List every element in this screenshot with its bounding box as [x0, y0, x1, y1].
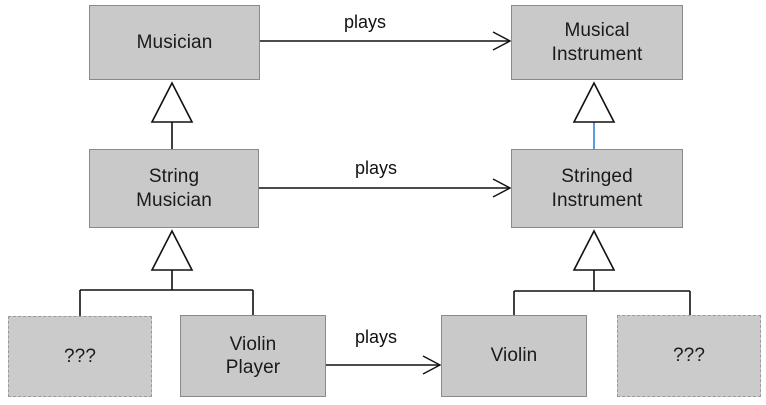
generalization-triangle	[150, 229, 194, 271]
class-name-musical-instrument: Musical Instrument	[551, 20, 643, 65]
association-violin-player-plays-violin	[326, 355, 442, 375]
class-name-violin-player: Violin Player	[225, 333, 281, 378]
association-open-arrowhead	[492, 178, 512, 198]
association-open-arrowhead	[492, 31, 512, 51]
association-label-plays-bottom: plays	[355, 327, 398, 347]
class-name-stringed-instrument: Stringed Instrument	[551, 166, 643, 211]
generalization-string-musician-to-musician	[150, 81, 194, 149]
generalization-fork-to-stringed-instrument	[513, 229, 691, 315]
class-name-musician: Musician	[136, 31, 213, 53]
class-box-violin-player[interactable]: Violin Player	[180, 315, 326, 397]
association-musician-plays-musical-instrument	[260, 31, 512, 51]
association-label-plays-middle: plays	[355, 158, 398, 178]
class-box-unknown-musician[interactable]: ???	[8, 316, 152, 397]
class-box-violin[interactable]: Violin	[441, 315, 587, 397]
class-box-musician[interactable]: Musician	[89, 5, 260, 80]
generalization-triangle	[572, 229, 616, 271]
class-box-unknown-instrument[interactable]: ???	[617, 315, 761, 397]
class-box-stringed-instrument[interactable]: Stringed Instrument	[511, 149, 683, 228]
generalization-fork-to-string-musician	[79, 229, 254, 316]
class-name-unknown-instrument: ???	[672, 345, 705, 367]
class-name-string-musician: String Musician	[136, 166, 212, 211]
association-label-plays-top: plays	[344, 12, 387, 32]
class-box-string-musician[interactable]: String Musician	[89, 149, 259, 228]
class-name-violin: Violin	[490, 345, 538, 367]
association-open-arrowhead	[422, 355, 442, 375]
class-name-unknown-musician: ???	[63, 345, 96, 367]
generalization-stringed-instrument-to-musical-instrument	[572, 81, 616, 149]
generalization-triangle	[572, 81, 616, 123]
class-box-musical-instrument[interactable]: Musical Instrument	[511, 5, 683, 80]
generalization-triangle	[150, 81, 194, 123]
association-string-musician-plays-stringed-instrument	[259, 178, 512, 198]
